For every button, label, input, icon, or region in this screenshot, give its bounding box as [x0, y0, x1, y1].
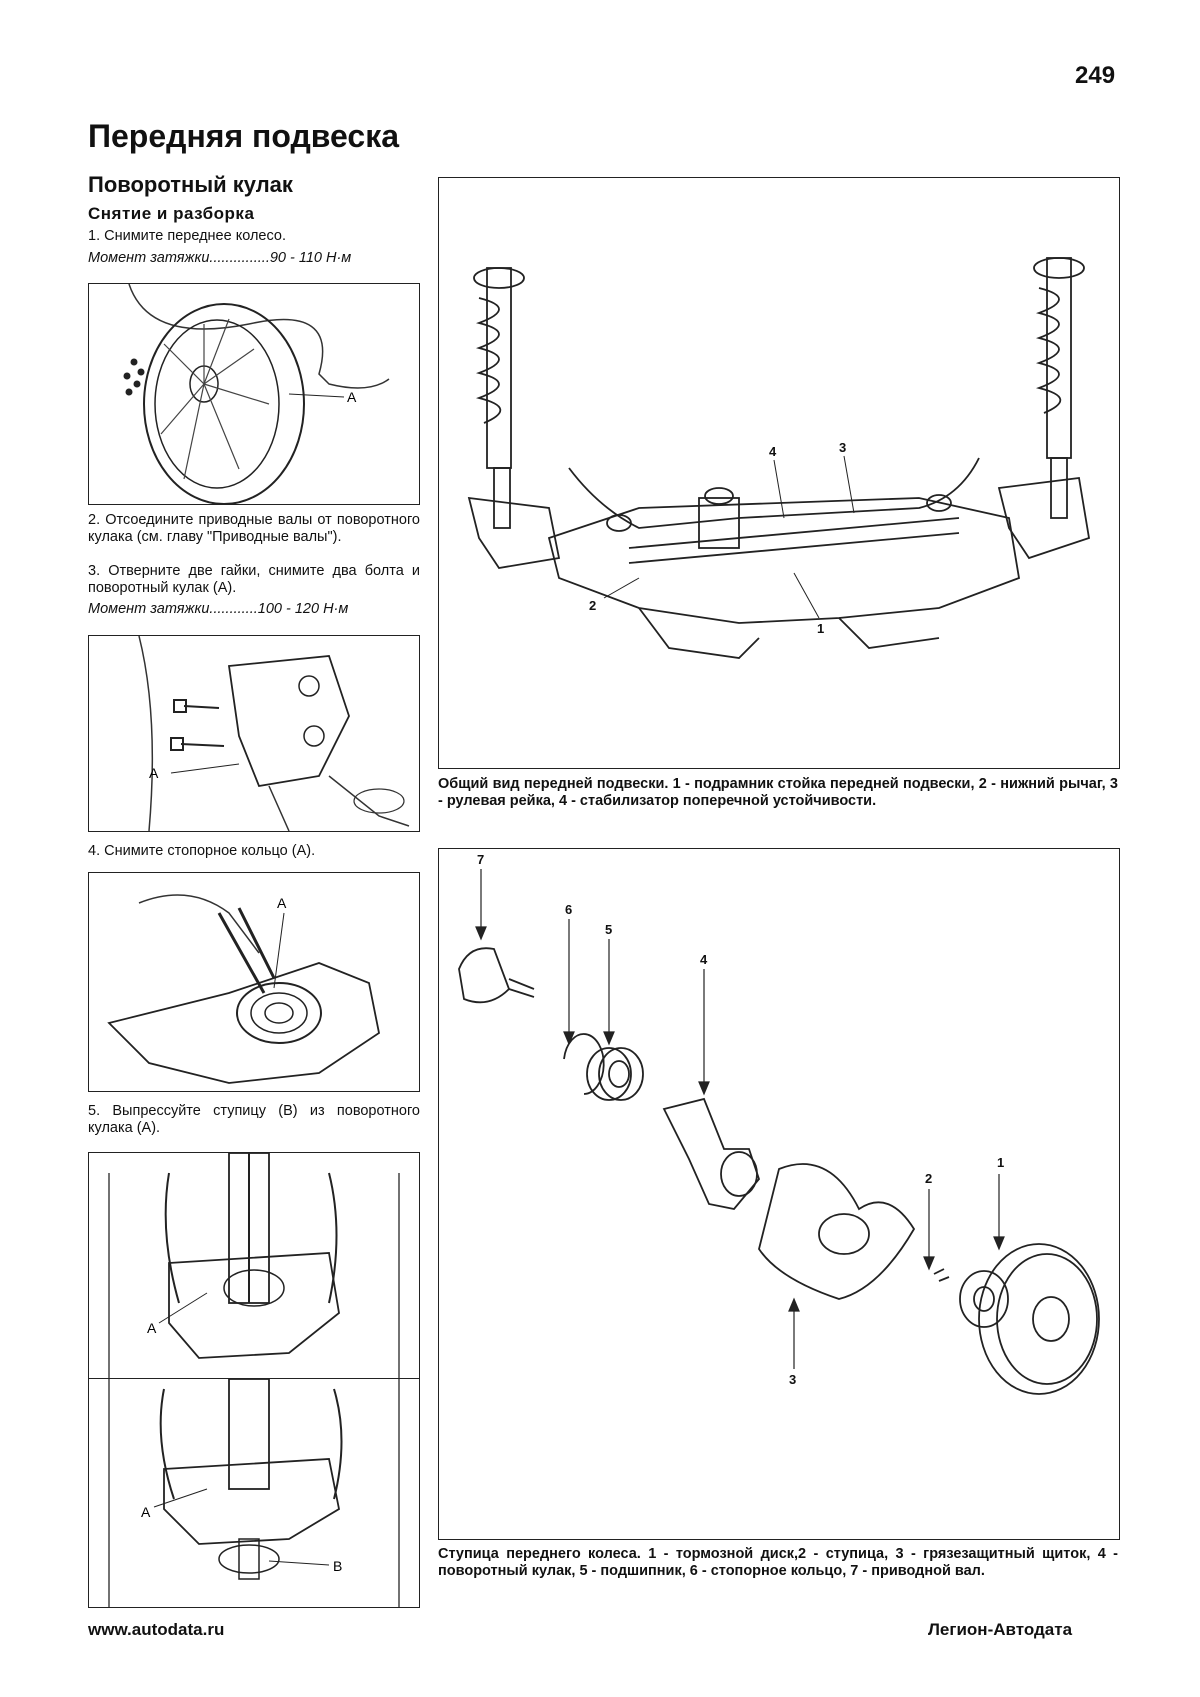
- wheel-illustration: A: [123, 284, 390, 504]
- footer-publisher: Легион-Автодата: [928, 1620, 1073, 1639]
- snap-ring-illustration: A: [107, 894, 381, 1084]
- step-5: 5. Выпрессуйте ступицу (В) из поворотног…: [88, 1103, 420, 1136]
- figure-wheel: A: [88, 283, 420, 505]
- label-a: A: [147, 1320, 157, 1336]
- callout-2: 2: [925, 1171, 932, 1186]
- figure-snap-ring: A: [88, 872, 420, 1092]
- callout-1: 1: [997, 1155, 1004, 1170]
- hub-exploded-illustration: 1 2 3 4 5 6 7: [458, 852, 1100, 1395]
- callout-4: 4: [700, 952, 708, 967]
- callout-7: 7: [477, 852, 484, 867]
- figure-knuckle-removal: A: [88, 635, 420, 832]
- hub-press-illustration-1: A: [108, 1153, 400, 1378]
- label-a: A: [347, 389, 357, 405]
- step-4: 4. Снимите стопорное кольцо (А).: [88, 843, 316, 859]
- hub-press-illustration-2: A B: [108, 1379, 400, 1607]
- step-3: 3. Отверните две гайки, снимите два болт…: [88, 563, 420, 596]
- page-title: Передняя подвеска: [88, 118, 400, 154]
- torque-step-3: Момент затяжки............100 - 120 Н·м: [88, 601, 349, 617]
- subsection-title: Снятие и разборка: [88, 204, 255, 223]
- label-a: A: [149, 765, 159, 781]
- label-a: A: [141, 1504, 151, 1520]
- caption-hub: Ступица переднего колеса. 1 - тормозной …: [438, 1546, 1118, 1579]
- torque-step-1: Момент затяжки...............90 - 110 Н·…: [88, 250, 352, 266]
- figure-hub-press-1: A: [88, 1152, 420, 1379]
- footer-website: www.autodata.ru: [88, 1620, 225, 1639]
- figure-front-suspension: 1 2 3 4: [438, 177, 1120, 769]
- callout-3: 3: [789, 1372, 796, 1387]
- callout-4: 4: [769, 444, 777, 459]
- caption-front-suspension: Общий вид передней подвески. 1 - подрамн…: [438, 776, 1118, 809]
- page-number: 249: [1075, 62, 1116, 89]
- front-suspension-illustration: 1 2 3 4: [467, 257, 1091, 659]
- callout-2: 2: [589, 598, 596, 613]
- knuckle-removal-illustration: A: [138, 636, 410, 831]
- callout-3: 3: [839, 440, 846, 455]
- callout-6: 6: [565, 902, 572, 917]
- label-b: B: [333, 1558, 342, 1574]
- callout-5: 5: [605, 922, 612, 937]
- step-2: 2. Отсоедините приводные валы от поворот…: [88, 512, 420, 545]
- figure-hub-press-2: A B: [88, 1378, 420, 1608]
- callout-1: 1: [817, 621, 824, 636]
- figure-hub-exploded: 1 2 3 4 5 6 7: [438, 848, 1120, 1540]
- label-a: A: [277, 895, 287, 911]
- step-1: 1. Снимите переднее колесо.: [88, 228, 286, 244]
- section-title: Поворотный кулак: [88, 172, 293, 197]
